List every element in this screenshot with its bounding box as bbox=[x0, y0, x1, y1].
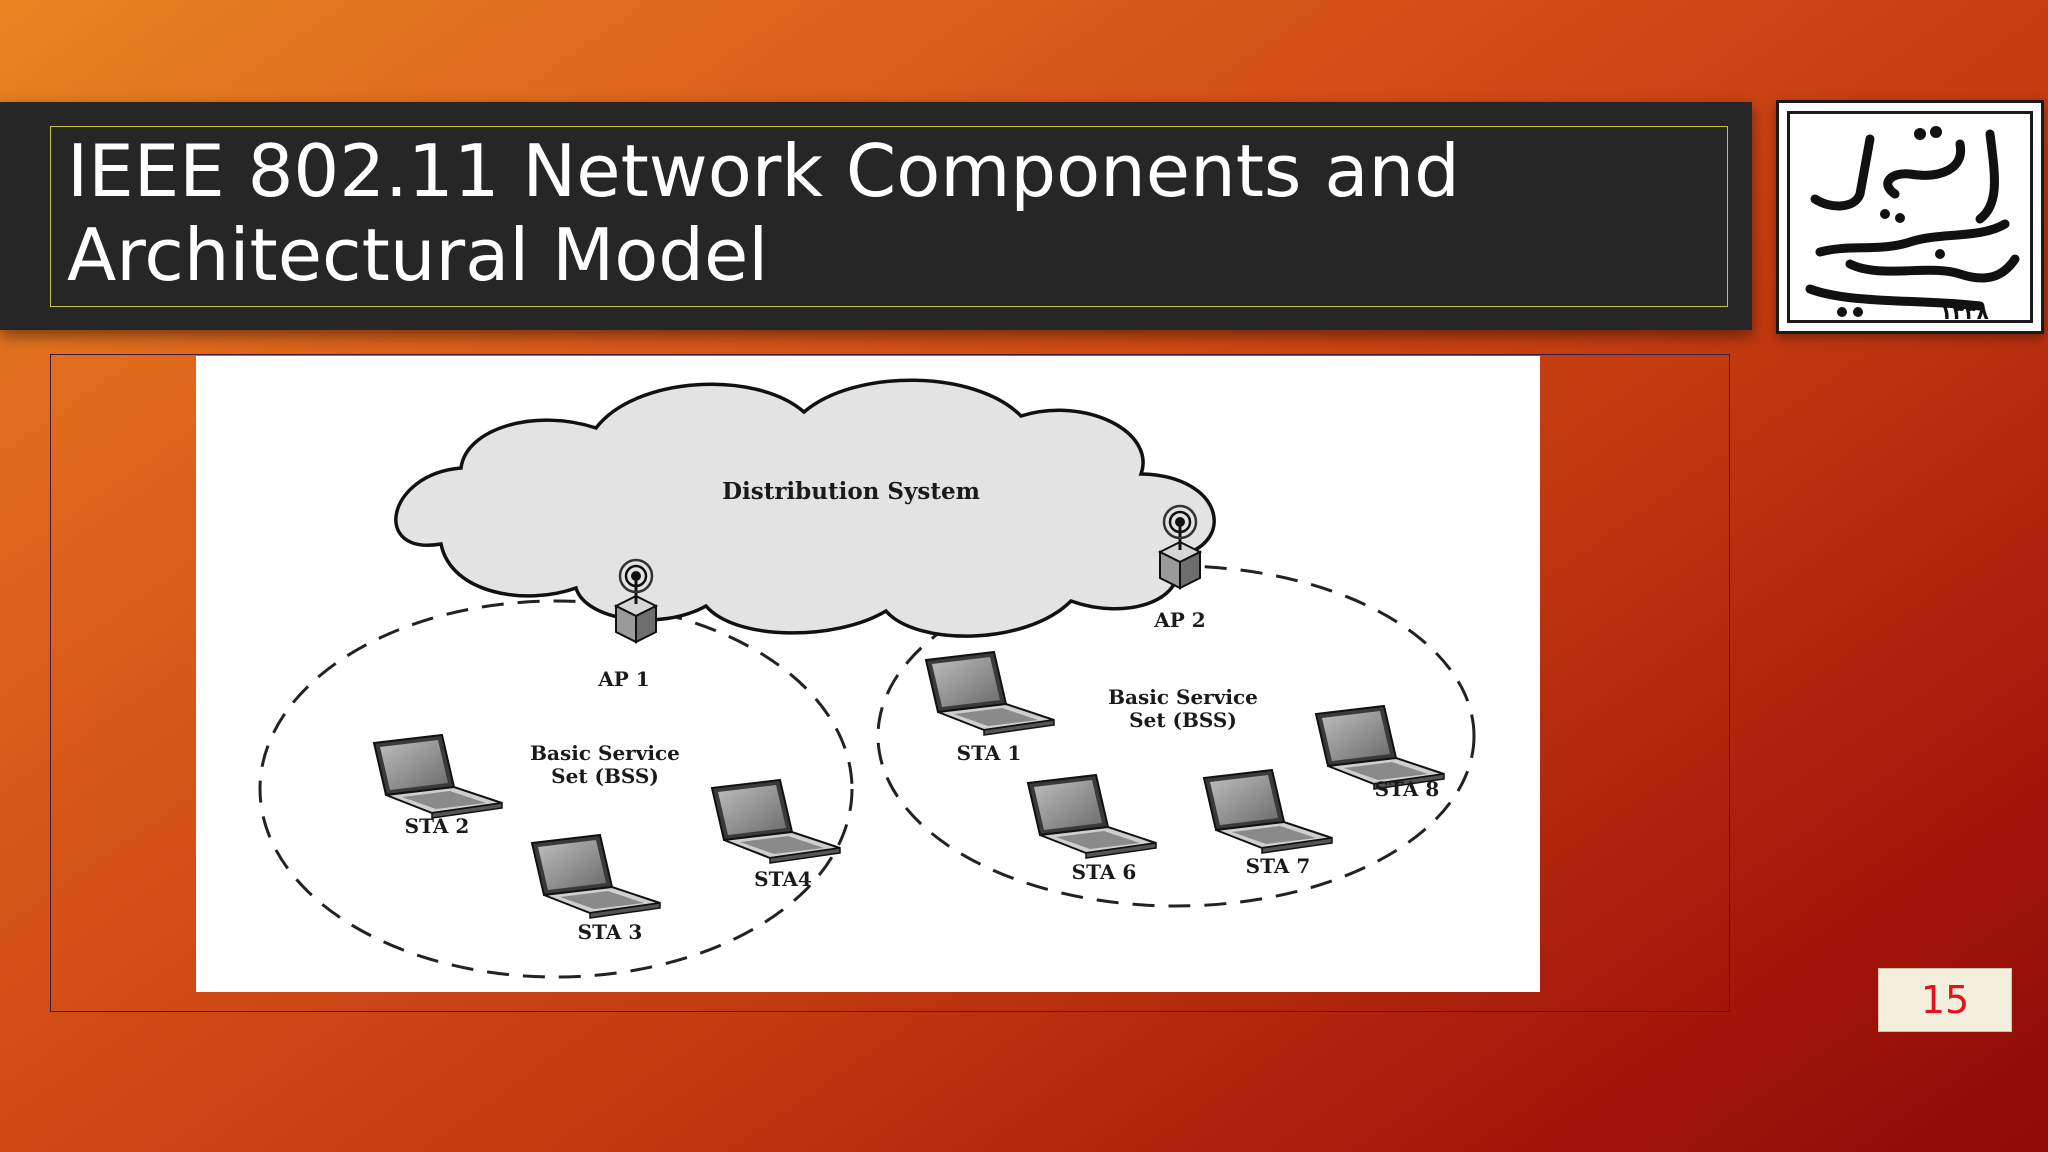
diagram-svg: Distribution System AP 1 AP 2 Basic Serv… bbox=[258, 378, 1476, 979]
sta-3-label: STA 3 bbox=[578, 920, 643, 944]
content-frame bbox=[50, 354, 1730, 1012]
slide-title-line-1: IEEE 802.11 Network Components and bbox=[67, 129, 1460, 213]
bss-2-label-line-2: Set (BSS) bbox=[1129, 708, 1237, 732]
slide-title: IEEE 802.11 Network Components and Archi… bbox=[67, 129, 1717, 297]
sta-2-laptop-icon bbox=[373, 734, 503, 819]
bss-1-boundary bbox=[258, 599, 854, 979]
sta-3-laptop-icon bbox=[531, 834, 661, 919]
bss-1-label-line-1: Basic Service bbox=[530, 741, 680, 765]
sta-7-label: STA 7 bbox=[1246, 854, 1311, 878]
sta-8-label: STA 8 bbox=[1375, 777, 1440, 801]
title-frame: IEEE 802.11 Network Components and Archi… bbox=[50, 126, 1728, 307]
distribution-system-cloud bbox=[394, 378, 1216, 638]
slide-number: 15 bbox=[1878, 968, 2012, 1032]
title-bar: IEEE 802.11 Network Components and Archi… bbox=[0, 102, 1752, 330]
sta-6-label: STA 6 bbox=[1072, 860, 1137, 884]
sta-6-laptop-icon bbox=[1027, 774, 1157, 859]
sta-4-label: STA4 bbox=[754, 867, 812, 891]
logo-frame: ۱۳۳۸ bbox=[1787, 111, 2033, 324]
sta-1-label: STA 1 bbox=[957, 741, 1022, 765]
bss-2-label-line-1: Basic Service bbox=[1108, 685, 1258, 709]
sta-4-laptop-icon bbox=[711, 779, 841, 864]
sta-2-label: STA 2 bbox=[405, 814, 470, 838]
ap-1-label: AP 1 bbox=[597, 667, 649, 691]
ap-2-label: AP 2 bbox=[1153, 608, 1205, 632]
university-logo: ۱۳۳۸ bbox=[1776, 100, 2044, 334]
bss-1-label-line-2: Set (BSS) bbox=[551, 764, 659, 788]
slide-title-line-2: Architectural Model bbox=[67, 213, 769, 297]
sta-7-laptop-icon bbox=[1203, 769, 1333, 854]
svg-text:۱۳۳۸: ۱۳۳۸ bbox=[1940, 300, 1989, 324]
distribution-system-label: Distribution System bbox=[722, 478, 980, 505]
network-diagram: Distribution System AP 1 AP 2 Basic Serv… bbox=[196, 356, 1540, 992]
sta-1-laptop-icon bbox=[925, 651, 1055, 736]
logo-calligraphy: ۱۳۳۸ bbox=[1805, 126, 2020, 324]
